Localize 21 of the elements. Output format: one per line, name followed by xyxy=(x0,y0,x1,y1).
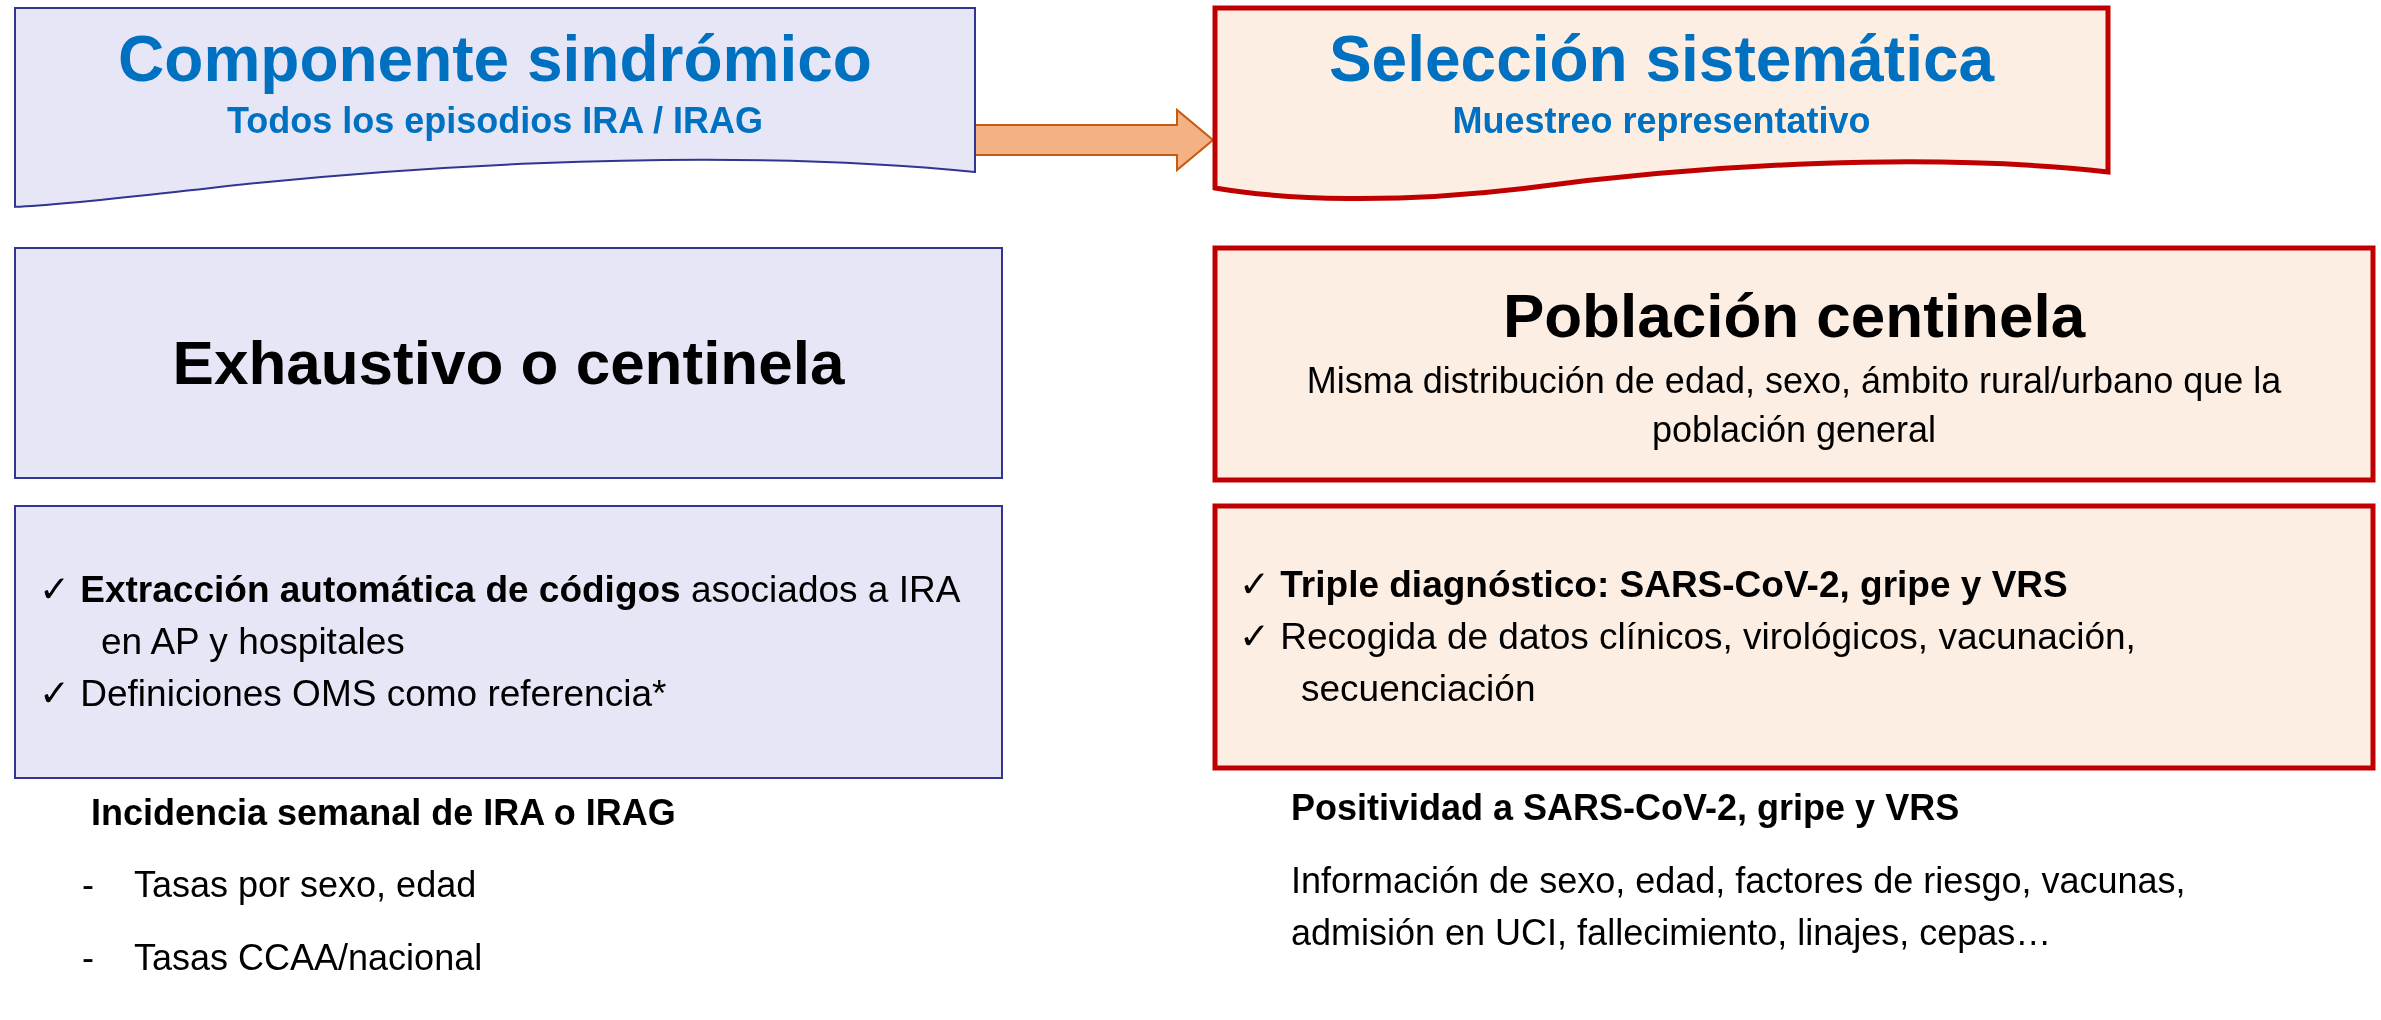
box-title: Exhaustivo o centinela xyxy=(171,327,846,400)
heading-text: Positividad a SARS-CoV-2, gripe y VRS xyxy=(1291,786,1961,830)
note-text: Información de sexo, edad, factores de riesgo, vacunas, admisión en UCI, fallecimiento, linajes, cepas… xyxy=(1291,859,2187,956)
process-box xyxy=(1215,248,2373,480)
process-box xyxy=(15,248,1002,478)
note-text: - Tasas CCAA/nacional xyxy=(82,936,484,980)
block-arrow xyxy=(974,107,1215,173)
box-title: Selección sistemática xyxy=(1328,22,1995,96)
checklist-item: ✓ Definiciones OMS como referencia* xyxy=(38,671,668,716)
note-text: - Tasas por sexo, edad xyxy=(82,863,478,907)
box-title: Población centinela xyxy=(1501,279,2087,352)
checklist-item: ✓ Extracción automática de códigos asociados a IRA en AP y hospitales xyxy=(38,568,961,665)
checklist-item: ✓ Triple diagnóstico: SARS-CoV-2, gripe y VRS xyxy=(1238,563,2069,608)
checklist-item: ✓ Recogida de datos clínicos, virológicos, vacunación, secuenciación xyxy=(1238,615,2137,711)
box-subtitle: Todos los episodios IRA / IRAG xyxy=(227,100,763,142)
box-subtitle: Muestreo representativo xyxy=(1452,100,1871,142)
checklist-box xyxy=(1215,506,2373,768)
heading-text: Incidencia semanal de IRA o IRAG xyxy=(91,791,677,835)
box-description: Misma distribución de edad, sexo, ámbito rural/urbano que la población general xyxy=(1305,359,2283,452)
box-title: Componente sindrómico xyxy=(118,22,872,96)
checklist-box xyxy=(15,506,1002,778)
